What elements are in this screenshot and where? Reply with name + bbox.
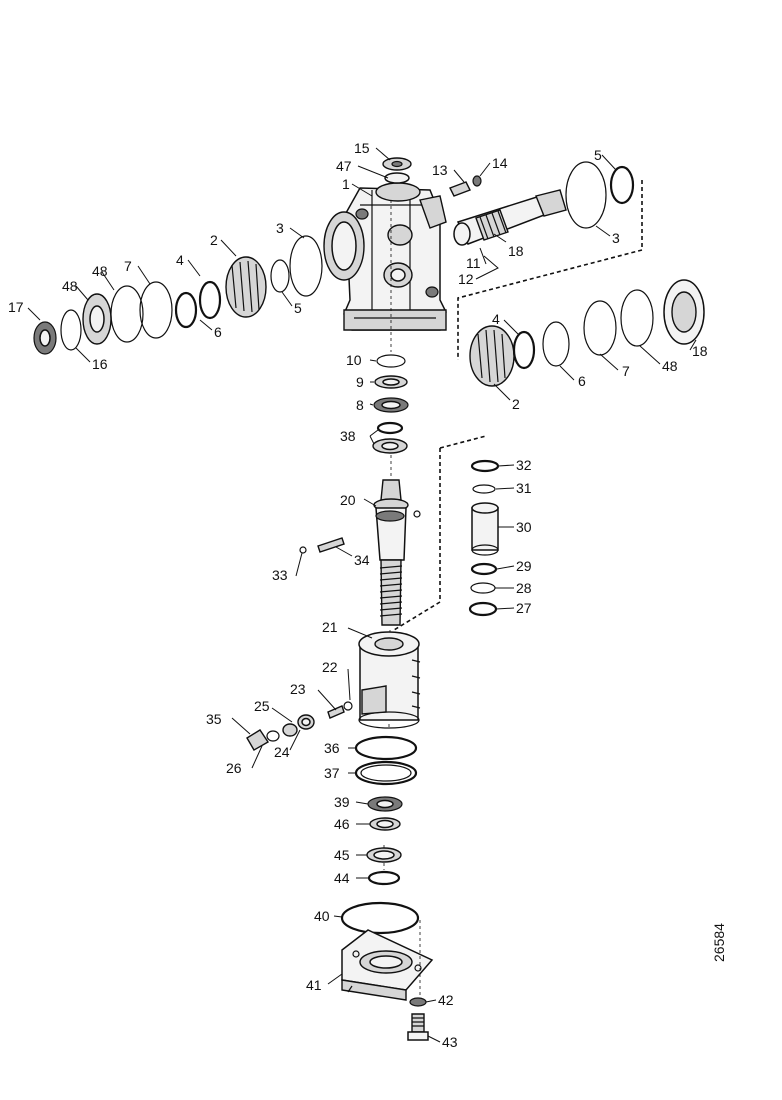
callout-6: 6 (578, 373, 586, 389)
callout-23: 23 (290, 681, 306, 697)
callout-14: 14 (492, 155, 508, 171)
callout-34: 34 (354, 552, 370, 568)
callout-30: 30 (516, 519, 532, 535)
callout-13: 13 (432, 162, 448, 178)
callout-5: 5 (294, 300, 302, 316)
callout-27: 27 (516, 600, 532, 616)
callout-38: 38 (340, 428, 356, 444)
callout-18: 18 (508, 243, 524, 259)
valve-housing (358, 631, 421, 729)
top-nut-assembly (382, 157, 412, 184)
bottom-cover (341, 920, 434, 1001)
callout-48: 48 (62, 278, 78, 294)
callout-47: 47 (336, 158, 352, 174)
left-bearing-group (33, 235, 323, 355)
callout-44: 44 (334, 870, 350, 886)
callout-2: 2 (512, 396, 520, 412)
central-washers (372, 354, 409, 454)
callout-10: 10 (346, 352, 362, 368)
steering-piston (373, 479, 421, 626)
callout-3: 3 (276, 220, 284, 236)
callout-17: 17 (8, 299, 24, 315)
cover-o-ring (340, 901, 420, 935)
callout-25: 25 (254, 698, 270, 714)
callout-46: 46 (334, 816, 350, 832)
side-valve-parts (246, 701, 353, 751)
callout-2: 2 (210, 232, 218, 248)
right-bearing-group (469, 279, 705, 387)
drawing-code: 26584 (711, 923, 727, 962)
callout-4: 4 (492, 311, 500, 327)
callout-8: 8 (356, 397, 364, 413)
callout-32: 32 (516, 457, 532, 473)
callout-7: 7 (622, 363, 630, 379)
callout-33: 33 (272, 567, 288, 583)
callout-28: 28 (516, 580, 532, 596)
callout-42: 42 (438, 992, 454, 1008)
callout-16: 16 (92, 356, 108, 372)
callout-21: 21 (322, 619, 338, 635)
callout-4: 4 (176, 252, 184, 268)
input-shaft (453, 189, 567, 246)
callout-18: 18 (692, 343, 708, 359)
pin-and-ball (299, 537, 345, 554)
callout-5: 5 (594, 147, 602, 163)
callout-43: 43 (442, 1034, 458, 1050)
callout-48: 48 (662, 358, 678, 374)
callout-36: 36 (324, 740, 340, 756)
callout-29: 29 (516, 558, 532, 574)
leader-lines (27, 147, 697, 1043)
callout-11: 11 (466, 255, 481, 271)
callout-20: 20 (340, 492, 356, 508)
callout-9: 9 (356, 374, 364, 390)
callout-37: 37 (324, 765, 340, 781)
steering-gear-housing (323, 182, 447, 331)
callout-45: 45 (334, 847, 350, 863)
callout-1: 1 (342, 176, 350, 192)
cover-bolt (407, 997, 429, 1041)
upper-right-rings (565, 161, 635, 229)
callout-7: 7 (124, 258, 132, 274)
adjusting-screw (449, 175, 482, 197)
callout-24: 24 (274, 744, 290, 760)
callout-26: 26 (226, 760, 242, 776)
assembly-link-dashed (457, 180, 643, 360)
large-seal-rings (354, 735, 418, 786)
callout-48: 48 (92, 263, 108, 279)
callout-3: 3 (612, 230, 620, 246)
callout-31: 31 (516, 480, 532, 496)
callout-labels: 15 47 1 13 14 2 3 5 4 6 7 48 48 17 16 5 … (8, 140, 708, 1050)
callout-22: 22 (322, 659, 338, 675)
lower-bearing (367, 796, 403, 831)
callout-40: 40 (314, 908, 330, 924)
callout-15: 15 (354, 140, 370, 156)
callout-39: 39 (334, 794, 350, 810)
callout-35: 35 (206, 711, 222, 727)
valve-sleeve-group (393, 435, 500, 631)
callout-41: 41 (306, 977, 322, 993)
callout-6: 6 (214, 324, 222, 340)
callout-12: 12 (458, 271, 474, 287)
